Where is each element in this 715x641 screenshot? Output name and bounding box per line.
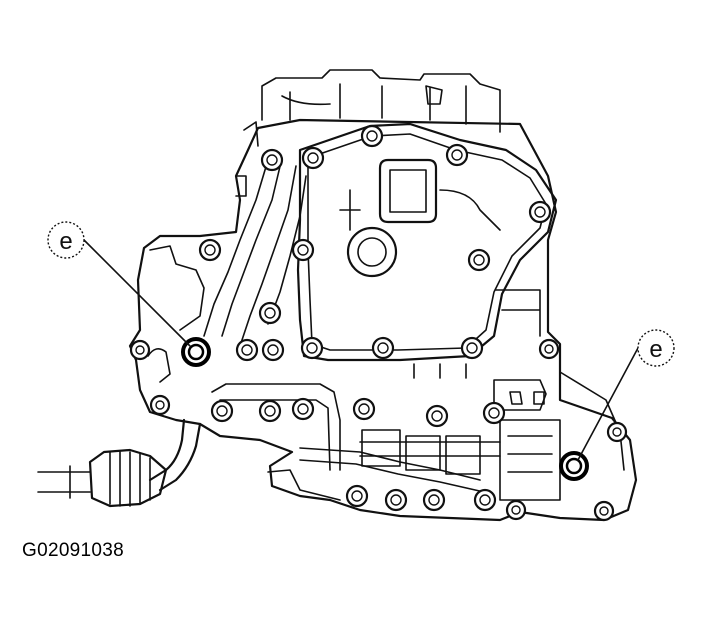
bolt [291,238,315,262]
callout-label: e [649,336,662,363]
bolt [129,339,151,361]
bolt [360,124,384,148]
bolt [505,499,527,521]
bolt [528,200,552,224]
valve-body-outline [128,118,638,522]
bolt [352,397,376,421]
bolt [291,397,315,421]
solenoid-housings [261,69,501,133]
bolt [593,500,615,522]
bolt [198,238,222,262]
bolt [425,404,449,428]
bolt [538,338,560,360]
bolt [258,301,282,325]
bolt [445,143,469,167]
bolt [606,421,628,443]
bolt [260,148,284,172]
bolt [258,399,282,423]
bolt [300,336,324,360]
callout-label: e [59,228,72,255]
left-casing-details [147,121,259,383]
bolt [261,338,285,362]
bolt [482,401,506,425]
bolt [345,484,369,508]
bolt [210,399,234,423]
highlighted-bolt [559,451,589,481]
callout-right: e [577,329,675,461]
bolt [301,146,325,170]
bolt [460,336,484,360]
bolt [467,248,491,272]
figure-code: G02091038 [22,540,125,561]
bolt [371,336,395,360]
gasket-plate-outline [296,122,558,362]
bolt [235,338,259,362]
bolt [384,488,408,512]
bolt [473,488,497,512]
plate-cutouts [339,158,501,278]
bolt [149,394,171,416]
valve-bores [359,289,625,501]
callout-left: e [47,221,191,347]
bolts [129,124,628,522]
harness-connector [37,418,202,508]
bolt [422,488,446,512]
